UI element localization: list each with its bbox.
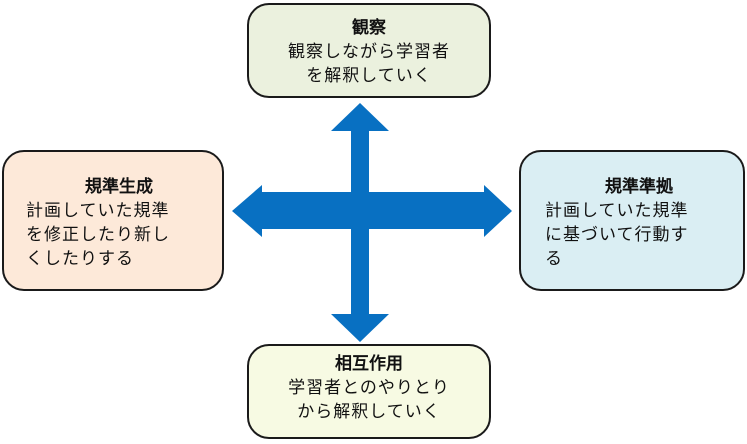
node-criteria-generation-title: 規準生成 <box>85 177 153 197</box>
node-criteria-generation-desc: 計画していた規準 を修正したり新し くしたりする <box>26 201 170 269</box>
node-criteria-compliance: 規準準拠 計画していた規準 に基づいて行動す る <box>519 150 745 291</box>
four-way-arrow-shape <box>232 103 512 342</box>
node-interaction-title: 相互作用 <box>335 354 403 374</box>
node-criteria-compliance-desc: 計画していた規準 に基づいて行動す る <box>545 201 689 269</box>
node-criteria-generation: 規準生成 計画していた規準 を修正したり新し くしたりする <box>2 150 224 291</box>
node-criteria-compliance-title: 規準準拠 <box>605 177 673 197</box>
node-observation: 観察 観察しながら学習者 を解釈していく <box>247 3 491 98</box>
node-interaction: 相互作用 学習者とのやりとり から解釈していく <box>247 344 491 439</box>
node-observation-desc: 観察しながら学習者 を解釈していく <box>288 42 450 86</box>
node-interaction-desc: 学習者とのやりとり から解釈していく <box>288 378 450 422</box>
node-observation-title: 観察 <box>352 18 386 38</box>
